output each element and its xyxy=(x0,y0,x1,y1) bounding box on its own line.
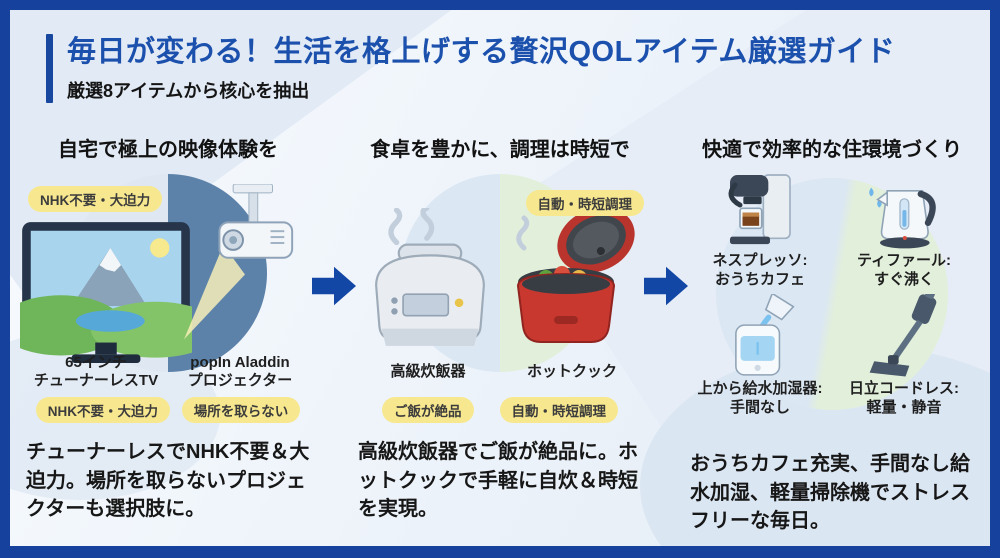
item-badge: 自動・時短調理 xyxy=(499,397,618,424)
home-illustration: ネスプレッソ: おうちカフェ xyxy=(688,170,976,442)
column-description: チューナーレスでNHK不要＆大迫力。場所を取らないプロジェクターも選択肢に。 xyxy=(26,441,310,521)
column-video: 自宅で極上の映像体験を NHK不要・大迫力 xyxy=(20,133,312,535)
column-description: おうちカフェ充実、手間なし給水加湿、軽量掃除機でストレスフリーな毎日。 xyxy=(690,453,970,533)
item-label: 65インチ チューナーレスTV xyxy=(33,353,159,390)
page-subtitle: 厳選8アイテムから核心を抽出 xyxy=(67,81,310,102)
home-item: 日立コードレス: 軽量・静音 xyxy=(832,293,976,418)
item-labels-row: 高級炊飯器 ホットクック xyxy=(356,352,644,392)
column-description: 高級炊飯器でご飯が絶品に。ホットクックで手軽に自炊＆時短を実現。 xyxy=(358,441,638,521)
feature-badge: NHK不要・大迫力 xyxy=(28,186,163,213)
item-badge: ご飯が絶品 xyxy=(382,397,474,424)
item-label: ネスプレッソ: おうちカフェ xyxy=(712,252,808,288)
electric-kettle-icon xyxy=(869,187,936,249)
cordless-vacuum-icon xyxy=(869,293,937,377)
item-label: ホットクック xyxy=(526,362,617,380)
item-labels-row: 65インチ チューナーレスTV popIn Aladdin プロジェクター xyxy=(24,352,312,392)
home-item: ティファール: すぐ沸く xyxy=(832,170,976,290)
tv-icon xyxy=(20,222,192,364)
column-home: 快適で効率的な住環境づくり xyxy=(688,133,976,535)
item-badges-row: NHK不要・大迫力 場所を取らない xyxy=(24,397,312,424)
column-header: 食卓を豊かに、調理は時短で xyxy=(370,139,630,162)
home-items-grid: ネスプレッソ: おうちカフェ xyxy=(688,170,976,417)
title-block: 毎日が変わる！生活を格上げする贅沢QOLアイテム厳選ガイド 厳選8アイテムから核… xyxy=(67,34,895,103)
item-badge: NHK不要・大迫力 xyxy=(35,397,170,424)
page-title: 毎日が変わる！生活を格上げする贅沢QOLアイテム厳選ガイド xyxy=(67,36,896,68)
item-label: 上から給水加湿器: 手間なし xyxy=(697,379,823,416)
humidifier-icon xyxy=(735,293,795,376)
column-header: 自宅で極上の映像体験を xyxy=(58,139,278,162)
column-kitchen: 食卓を豊かに、調理は時短で 自動・時短調理 xyxy=(356,133,644,535)
home-item: 上から給水加湿器: 手間なし xyxy=(688,293,832,418)
kitchen-illustration: 自動・時短調理 xyxy=(356,170,644,373)
item-label: ティファール: すぐ沸く xyxy=(856,252,952,288)
content-area: 毎日が変わる！生活を格上げする贅沢QOLアイテム厳選ガイド 厳選8アイテムから核… xyxy=(10,10,990,546)
rice-cooker-icon xyxy=(375,208,485,347)
item-badges-row: ご飯が絶品 自動・時短調理 xyxy=(356,397,644,424)
columns-row: 自宅で極上の映像体験を NHK不要・大迫力 xyxy=(20,133,976,535)
projector-icon xyxy=(184,184,294,340)
feature-badge: 自動・時短調理 xyxy=(525,190,644,217)
flow-arrow-icon xyxy=(312,133,356,535)
column-header: 快適で効率的な住環境づくり xyxy=(702,139,962,162)
espresso-machine-icon xyxy=(728,174,791,245)
title-accent-bar xyxy=(46,34,53,104)
home-item: ネスプレッソ: おうちカフェ xyxy=(688,170,832,290)
item-label: 高級炊飯器 xyxy=(390,362,466,380)
item-label: 日立コードレス: 軽量・静音 xyxy=(849,379,959,416)
header: 毎日が変わる！生活を格上げする贅沢QOLアイテム厳選ガイド 厳選8アイテムから核… xyxy=(46,34,960,104)
hot-cook-icon xyxy=(516,207,635,344)
item-label: popIn Aladdin プロジェクター xyxy=(187,353,293,390)
item-badge: 場所を取らない xyxy=(181,397,301,424)
video-illustration: NHK不要・大迫力 xyxy=(20,170,312,373)
flow-arrow-icon xyxy=(644,133,688,535)
